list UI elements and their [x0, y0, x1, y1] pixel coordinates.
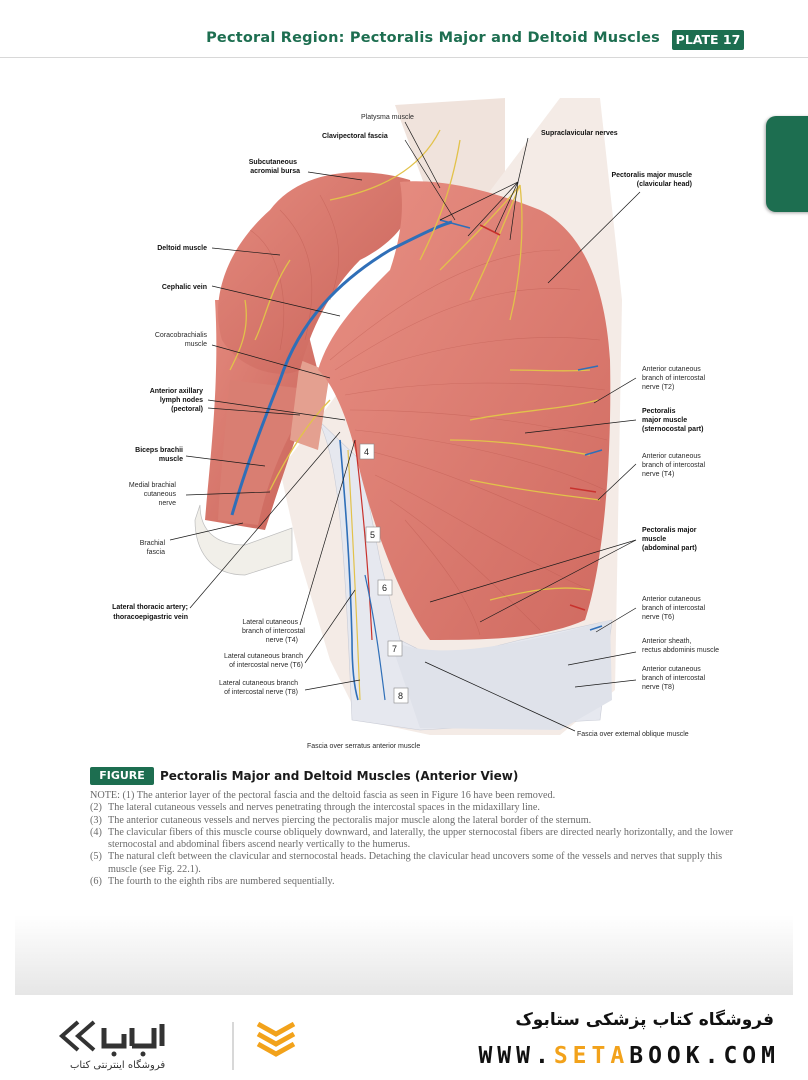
note-2: (2)The lateral cutaneous vessels and ner…: [90, 802, 540, 814]
svg-text:nerve: nerve: [158, 500, 176, 507]
svg-text:7: 7: [392, 644, 397, 654]
label-anterior-cutaneous-t8: Anterior cutaneous: [642, 666, 701, 673]
svg-text:major muscle: major muscle: [642, 417, 687, 424]
svg-text:nerve (T2): nerve (T2): [642, 384, 674, 391]
label-biceps: Biceps brachii: [135, 447, 183, 454]
label-cephalic-vein: Cephalic vein: [162, 284, 207, 291]
neck-skin: [395, 98, 505, 215]
svg-text:nerve (T4): nerve (T4): [642, 471, 674, 478]
rib-number-8: 8: [393, 687, 409, 704]
svg-text:nerve (T4): nerve (T4): [266, 637, 298, 644]
rib-number-6: 6: [377, 579, 393, 596]
label-serratus-fascia: Fascia over serratus anterior muscle: [307, 743, 420, 750]
figure-notes: NOTE: (1) The anterior layer of the pect…: [90, 790, 750, 888]
svg-text:acromial bursa: acromial bursa: [250, 168, 300, 175]
muscle-fiber-lines: [249, 194, 608, 636]
footer-divider: [232, 1022, 234, 1070]
svg-text:branch of intercostal: branch of intercostal: [242, 628, 305, 635]
svg-text:lymph nodes: lymph nodes: [160, 397, 203, 404]
svg-text:of intercostal nerve (T6): of intercostal nerve (T6): [229, 662, 303, 669]
anterior-cutaneous-vessels: [439, 219, 603, 631]
label-pec-clavicular-head: Pectoralis major muscle: [611, 172, 692, 179]
svg-text:6: 6: [382, 583, 387, 593]
label-axillary-nodes: Anterior axillary: [150, 388, 203, 395]
rib-number-4: 4: [359, 443, 375, 460]
svg-text:cutaneous: cutaneous: [144, 491, 177, 498]
label-coracobrachialis: Coracobrachialis: [155, 332, 208, 339]
label-lateral-cutaneous-t8: Lateral cutaneous branch: [219, 680, 298, 687]
section-thumb-tab: [766, 116, 808, 212]
label-lateral-cutaneous-t6: Lateral cutaneous branch: [224, 653, 303, 660]
label-medial-brachial-nerve: Medial brachial: [129, 482, 177, 489]
plate-badge: PLATE 17: [672, 30, 744, 50]
note-6: (6)The fourth to the eighth ribs are num…: [90, 876, 335, 888]
nerve-branches: [229, 129, 601, 601]
label-pec-abdominal: Pectoralis major: [642, 527, 697, 534]
svg-text:branch of intercostal: branch of intercostal: [642, 462, 705, 469]
note-1: NOTE: (1) The anterior layer of the pect…: [90, 790, 556, 801]
rib-number-7: 7: [387, 640, 403, 657]
external-oblique-fascia: [390, 620, 612, 730]
svg-text:(pectoral): (pectoral): [171, 406, 203, 413]
label-clavipectoral-fascia: Clavipectoral fascia: [322, 133, 388, 140]
label-subacromial-bursa: Subcutaneous: [249, 159, 297, 166]
leader-lines: [169, 121, 641, 732]
label-pec-sternocostal: Pectoralis: [642, 408, 676, 415]
svg-text:fascia: fascia: [147, 549, 165, 556]
svg-text:nerve (T6): nerve (T6): [642, 614, 674, 621]
setabook-logo-icon: [58, 1020, 296, 1057]
label-lateral-thoracic-artery: Lateral thoracic artery;: [112, 604, 188, 611]
page-bottom-fade: [15, 915, 793, 995]
svg-text:branch of intercostal: branch of intercostal: [642, 675, 705, 682]
svg-text:muscle: muscle: [159, 456, 183, 463]
figure-title: Pectoralis Major and Deltoid Muscles (An…: [160, 769, 519, 783]
header-divider: [0, 57, 808, 58]
svg-text:rectus abdominis muscle: rectus abdominis muscle: [642, 647, 719, 654]
label-brachial-fascia: Brachial: [140, 540, 166, 547]
note-4: (4)The clavicular fibers of this muscle …: [90, 826, 733, 851]
label-rectus-sheath: Anterior sheath,: [642, 638, 691, 645]
pectoralis-major-muscle: [318, 181, 611, 641]
store-footer: [0, 995, 808, 1080]
label-deltoid: Deltoid muscle: [157, 245, 207, 252]
brachial-fascia: [194, 504, 293, 576]
svg-text:4: 4: [364, 447, 369, 457]
label-supraclavicular-nerves: Supraclavicular nerves: [541, 130, 618, 137]
label-external-oblique-fascia: Fascia over external oblique muscle: [577, 731, 689, 738]
cephalic-vein: [230, 220, 453, 516]
label-anterior-cutaneous-t4: Anterior cutaneous: [642, 453, 701, 460]
note-3: (3)The anterior cutaneous vessels and ne…: [90, 814, 592, 826]
note-5: (5)The natural cleft between the clavicu…: [90, 851, 723, 875]
store-url[interactable]: WWW.SETABOOK.COM: [478, 1043, 780, 1069]
svg-text:muscle: muscle: [642, 536, 666, 543]
rib-number-5: 5: [365, 526, 381, 543]
label-anterior-cutaneous-t6: Anterior cutaneous: [642, 596, 701, 603]
label-anterior-cutaneous-t2: Anterior cutaneous: [642, 366, 701, 373]
figure-badge: FIGURE 17: [90, 767, 154, 800]
svg-text:nerve (T8): nerve (T8): [642, 684, 674, 691]
svg-text:(abdominal part): (abdominal part): [642, 545, 697, 552]
svg-text:branch of intercostal: branch of intercostal: [642, 375, 705, 382]
biceps-muscle: [218, 380, 315, 525]
coracobrachialis-muscle: [290, 360, 330, 450]
svg-text:(clavicular head): (clavicular head): [637, 181, 692, 188]
svg-text:(sternocostal part): (sternocostal part): [642, 426, 703, 433]
page-header-title: Pectoral Region: Pectoralis Major and De…: [206, 30, 660, 46]
svg-text:thoracoepigastric vein: thoracoepigastric vein: [113, 614, 188, 621]
deltoid-muscle: [218, 172, 413, 374]
label-lateral-cutaneous-t4: Lateral cutaneous: [242, 619, 298, 626]
svg-text:branch of intercostal: branch of intercostal: [642, 605, 705, 612]
svg-text:5: 5: [370, 530, 375, 540]
store-name: فروشگاه کتاب پزشکی ستابوک: [515, 1010, 774, 1030]
svg-text:muscle: muscle: [185, 341, 207, 348]
svg-text:8: 8: [398, 691, 403, 701]
logo-subtitle: فروشگاه اینترنتی کتاب: [70, 1060, 166, 1071]
svg-text:of intercostal nerve (T8): of intercostal nerve (T8): [224, 689, 298, 696]
anatomy-illustration: 4 5 6 7 8 Platysma muscle Clavipectoral …: [112, 98, 719, 750]
label-platysma: Platysma muscle: [361, 114, 414, 121]
